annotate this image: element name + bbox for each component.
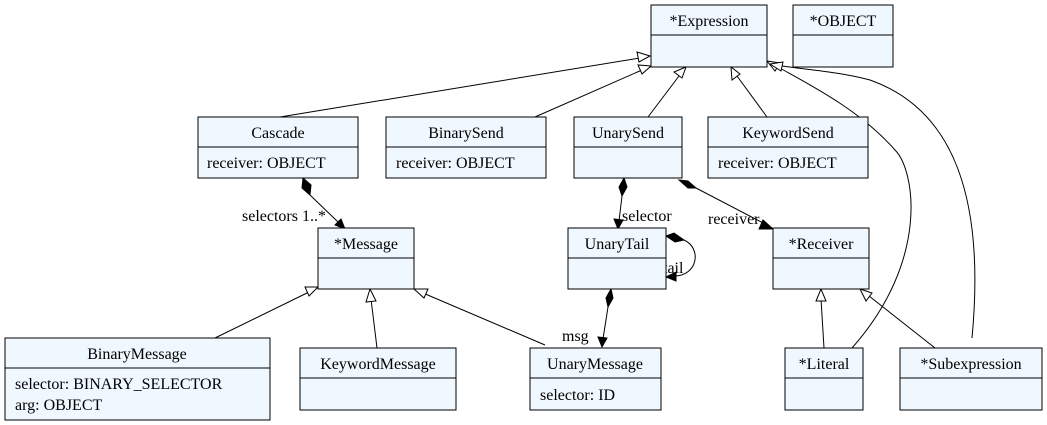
class-unary-tail[interactable]: UnaryTail: [567, 227, 667, 290]
class-object[interactable]: *OBJECT: [792, 4, 894, 68]
class-unary-message[interactable]: UnaryMessage selector: ID: [529, 347, 662, 411]
edge-cascade-message: [309, 194, 339, 223]
edge-labels: selectors 1..* selector receiver tail ms…: [242, 208, 760, 345]
inheritance-arrow-binarymessage: [304, 286, 320, 297]
edge-unarysend-expression: [647, 75, 680, 118]
class-name: Cascade: [251, 125, 304, 142]
class-keyword-send[interactable]: KeywordSend receiver: OBJECT: [707, 116, 869, 179]
edge-cascade-expression: [279, 57, 641, 118]
class-attr: arg: OBJECT: [15, 397, 102, 414]
class-message[interactable]: *Message: [317, 227, 415, 290]
arrowhead-unarytail: [613, 218, 624, 231]
edge-literal-receiver: [820, 298, 825, 349]
arrowhead-message: [334, 218, 346, 230]
composition-diamond-unarytail-self: [664, 232, 686, 243]
edge-unarytail-unarymessage: [602, 306, 609, 340]
edge-subexpression-receiver: [868, 295, 936, 349]
edge-keywordmessage-message: [370, 298, 378, 349]
arrowhead-unarymessage: [597, 336, 608, 349]
label-msg: msg: [562, 328, 589, 345]
label-selector: selector: [622, 208, 672, 225]
edge-unarytail-self: [673, 239, 696, 277]
class-keyword-message[interactable]: KeywordMessage: [299, 347, 457, 411]
class-literal[interactable]: *Literal: [784, 347, 864, 411]
class-name: KeywordMessage: [320, 356, 436, 373]
inheritance-arrow-cascade: [636, 51, 652, 63]
class-attr: receiver: OBJECT: [396, 155, 515, 172]
edge-unarysend-unarytail: [618, 195, 623, 222]
class-name: KeywordSend: [742, 125, 834, 142]
edge-binarysend-expression: [534, 69, 643, 118]
class-receiver[interactable]: *Receiver: [772, 227, 870, 290]
label-tail: tail: [663, 260, 684, 277]
class-binary-send[interactable]: BinarySend receiver: OBJECT: [385, 116, 547, 179]
class-name: *Expression: [669, 13, 748, 30]
class-name: UnaryTail: [585, 236, 650, 253]
edge-subexpression-expression: [781, 65, 976, 339]
inheritance-arrow-unarysend: [673, 66, 687, 79]
class-unary-send[interactable]: UnarySend: [573, 116, 683, 179]
inheritance-arrow-keywordmessage: [365, 287, 377, 303]
inheritance-arrow-binarysend: [637, 64, 653, 75]
label-receiver: receiver: [708, 211, 760, 228]
class-attr: selector: ID: [540, 387, 615, 404]
class-name: BinarySend: [428, 125, 504, 142]
class-name: *Message: [334, 236, 398, 253]
class-attr: selector: BINARY_SELECTOR: [15, 376, 223, 393]
composition-diamond-cascade: [301, 176, 312, 197]
class-name: UnaryMessage: [547, 356, 643, 373]
inheritance-arrow-keywordsend: [730, 65, 741, 81]
class-attr: receiver: OBJECT: [718, 155, 837, 172]
class-name: BinaryMessage: [87, 346, 187, 363]
edge-unarysend-receiver: [695, 187, 766, 225]
class-attr: receiver: OBJECT: [207, 155, 326, 172]
class-expression[interactable]: *Expression: [650, 4, 768, 68]
edge-keywordsend-expression: [736, 75, 768, 118]
composition-diamond-unarysend-recv: [677, 179, 698, 189]
class-cascade[interactable]: Cascade receiver: OBJECT: [197, 116, 359, 179]
edge-literal-expression: [777, 66, 912, 349]
class-name: *Literal: [799, 356, 850, 373]
class-name: UnarySend: [592, 125, 664, 142]
inheritance-edges: [214, 51, 976, 349]
class-name: *OBJECT: [810, 13, 877, 30]
edge-unarymessage-message: [422, 292, 546, 346]
inheritance-arrow-subexpression-expr: [768, 61, 784, 72]
arrowhead-unarytail-self: [664, 271, 677, 282]
class-binary-message[interactable]: BinaryMessage selector: BINARY_SELECTOR …: [4, 337, 271, 421]
class-subexpression[interactable]: *Subexpression: [899, 347, 1043, 411]
label-selectors: selectors 1..*: [242, 208, 326, 225]
edge-binarymessage-message: [214, 291, 310, 339]
class-name: *Receiver: [789, 236, 855, 253]
inheritance-arrow-literal-recv: [815, 287, 827, 302]
inheritance-arrow-subexpression-recv: [859, 288, 873, 302]
arrowhead-receiver: [758, 219, 775, 230]
class-name: *Subexpression: [920, 356, 1021, 373]
composition-edges: [301, 176, 775, 349]
composition-diamond-unarysend-sel: [618, 176, 628, 198]
composition-diamond-unarytail-msg: [605, 287, 614, 309]
inheritance-arrow-unarymessage: [412, 288, 429, 299]
